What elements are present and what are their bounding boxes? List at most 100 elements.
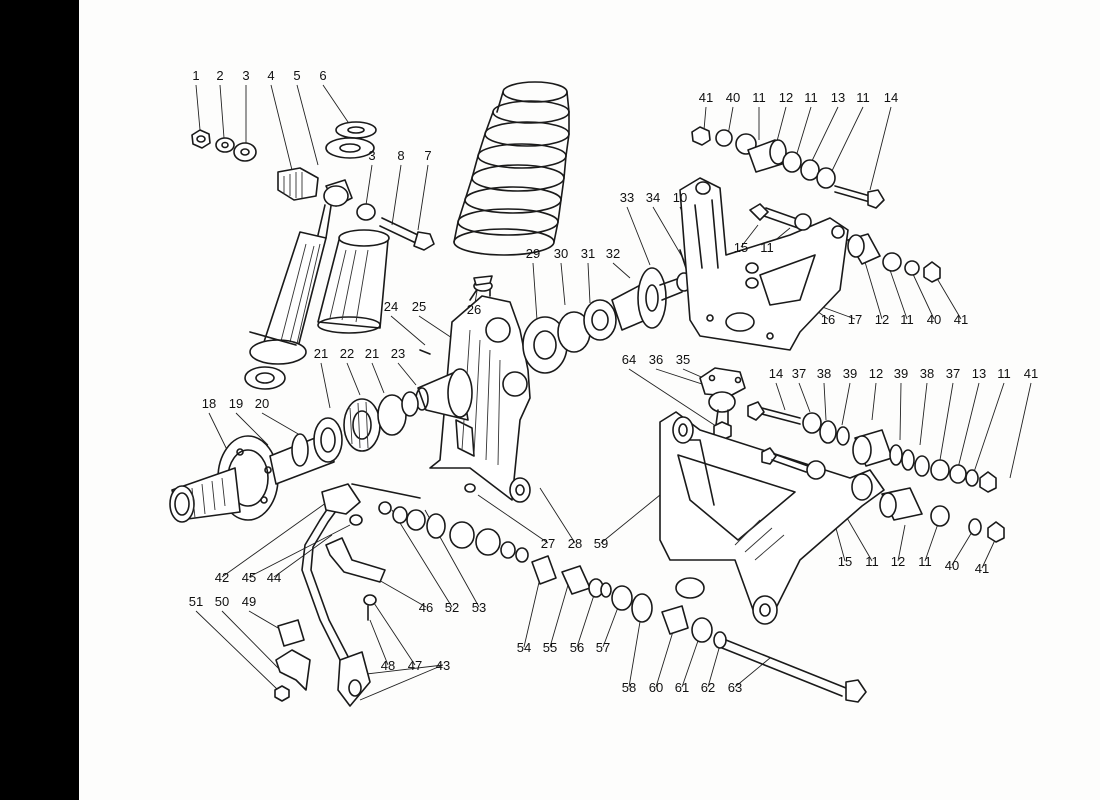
part-number-label: 15 <box>838 554 852 569</box>
part-number-label: 24 <box>384 299 398 314</box>
part-number-label: 48 <box>381 658 395 673</box>
part-number-label: 11 <box>918 554 932 569</box>
bushing-4 <box>277 167 319 201</box>
fasteners-45-48 <box>349 514 377 621</box>
bracket-49-51 <box>274 619 311 702</box>
part-number-label: 11 <box>856 90 870 105</box>
long-bolt-63 <box>721 639 867 703</box>
part-number-label: 43 <box>436 658 450 673</box>
part-number-label: 49 <box>242 594 256 609</box>
part-number-label: 21 <box>314 346 328 361</box>
part-number-label: 3 <box>368 148 375 163</box>
part-number-label: 25 <box>412 299 426 314</box>
part-number-label: 10 <box>673 190 687 205</box>
part-number-label: 40 <box>945 558 959 573</box>
part-number-label: 1 <box>192 68 199 83</box>
part-number-label: 33 <box>620 190 634 205</box>
part-number-label: 12 <box>891 554 905 569</box>
shock-absorber <box>244 179 353 390</box>
bump-stop-sleeve <box>317 229 390 334</box>
part-number-label: 41 <box>954 312 968 327</box>
lower-wishbone <box>659 411 885 625</box>
washer-3b <box>356 203 376 221</box>
part-number-label: 56 <box>570 640 584 655</box>
part-number-label: 4 <box>267 68 274 83</box>
part-number-label: 17 <box>848 312 862 327</box>
part-number-label: 53 <box>472 600 486 615</box>
inner-bearings <box>522 267 692 374</box>
part-number-label: 41 <box>975 561 989 576</box>
part-number-label: 11 <box>760 240 774 255</box>
part-number-label: 13 <box>972 366 986 381</box>
part-number-label: 34 <box>646 190 660 205</box>
part-number-label: 57 <box>596 640 610 655</box>
part-number-label: 60 <box>649 680 663 695</box>
scan-border <box>0 0 79 800</box>
part-number-label: 18 <box>202 396 216 411</box>
top-bolt-stack <box>691 126 885 209</box>
part-number-label: 11 <box>900 312 914 327</box>
upper-bracket <box>679 177 849 351</box>
pin-24 <box>419 349 431 355</box>
part-number-label: 11 <box>865 554 879 569</box>
part-number-label: 44 <box>267 570 281 585</box>
part-number-label: 6 <box>319 68 326 83</box>
part-number-label: 51 <box>189 594 203 609</box>
part-number-label: 41 <box>699 90 713 105</box>
part-number-label: 23 <box>391 346 405 361</box>
nuts-16-17 <box>745 262 759 289</box>
part-number-label: 27 <box>541 536 555 551</box>
part-number-label: 12 <box>869 366 883 381</box>
drawing-sheet <box>79 0 1100 800</box>
part-number-label: 45 <box>242 570 256 585</box>
part-number-label: 28 <box>568 536 582 551</box>
part-number-label: 62 <box>701 680 715 695</box>
part-number-label: 5 <box>293 68 300 83</box>
right-bolt-row <box>747 401 997 493</box>
hub-flange-shaft <box>169 431 335 523</box>
part-number-label: 55 <box>543 640 557 655</box>
part-number-label: 15 <box>734 240 748 255</box>
clamp-46 <box>325 537 386 583</box>
part-number-label: 30 <box>554 246 568 261</box>
washer-2 <box>215 137 235 153</box>
part-number-label: 38 <box>817 366 831 381</box>
nut-1 <box>191 129 211 149</box>
part-number-label: 8 <box>397 148 404 163</box>
part-number-label: 40 <box>726 90 740 105</box>
grease-nipple-27 <box>464 483 476 493</box>
part-number-label: 2 <box>216 68 223 83</box>
part-number-label: 39 <box>843 366 857 381</box>
part-number-label: 19 <box>229 396 243 411</box>
part-number-label: 42 <box>215 570 229 585</box>
leader-lines <box>195 84 1032 701</box>
part-number-label: 26 <box>467 302 481 317</box>
part-number-label: 40 <box>927 312 941 327</box>
ball-joint <box>699 367 746 441</box>
part-number-label: 22 <box>340 346 354 361</box>
part-number-label: 14 <box>769 366 783 381</box>
part-number-label: 36 <box>649 352 663 367</box>
part-number-label: 50 <box>215 594 229 609</box>
bushing-row <box>378 501 727 649</box>
retainer-5-6 <box>325 121 377 159</box>
part-number-label: 29 <box>526 246 540 261</box>
part-number-label: 61 <box>675 680 689 695</box>
part-number-label: 12 <box>875 312 889 327</box>
part-number-label: 58 <box>622 680 636 695</box>
bushing-stack-lower <box>879 487 1005 543</box>
part-number-label: 12 <box>779 90 793 105</box>
part-number-label: 64 <box>622 352 636 367</box>
part-number-label: 3 <box>242 68 249 83</box>
bolt-15 <box>749 203 812 231</box>
part-number-label: 41 <box>1024 366 1038 381</box>
part-number-label: 37 <box>946 366 960 381</box>
part-number-label: 21 <box>365 346 379 361</box>
part-number-label: 16 <box>821 312 835 327</box>
part-number-label: 11 <box>752 90 766 105</box>
part-number-label: 13 <box>831 90 845 105</box>
part-number-label: 63 <box>728 680 742 695</box>
part-number-label: 54 <box>517 640 531 655</box>
